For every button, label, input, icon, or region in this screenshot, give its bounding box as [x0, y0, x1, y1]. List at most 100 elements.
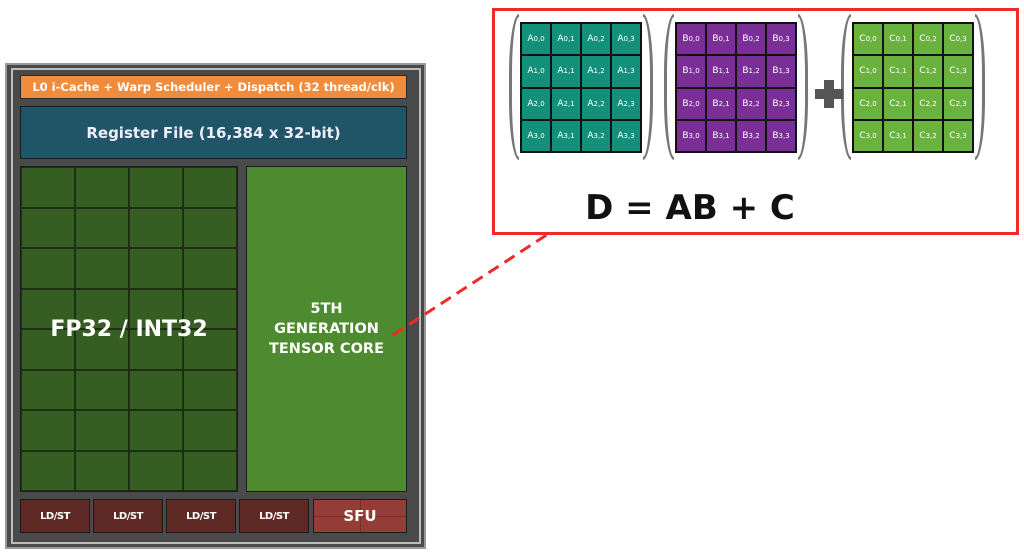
ldst-unit: LD/ST	[20, 499, 90, 533]
element-index: 1,3	[623, 67, 635, 76]
tensor-core-label-line: GENERATION	[274, 321, 379, 337]
fp32-core-cell	[21, 450, 75, 491]
element-letter: B	[772, 98, 779, 109]
element-index: 3,1	[718, 131, 730, 140]
element-letter: C	[949, 66, 956, 77]
element-index: 3,2	[593, 131, 605, 140]
element-letter: B	[742, 98, 749, 109]
element-letter: B	[682, 66, 689, 77]
element-letter: C	[919, 130, 926, 141]
element-index: 1,0	[688, 67, 700, 76]
element-index: 0,1	[718, 35, 730, 44]
element-index: 2,2	[748, 99, 760, 108]
tensor-core-label-line: TENSOR CORE	[269, 341, 384, 357]
fp32-core-cell	[129, 207, 183, 248]
left-parenthesis	[664, 14, 674, 160]
element-letter: B	[682, 98, 689, 109]
ldst-unit: LD/ST	[166, 499, 236, 533]
fp32-core-cell	[21, 410, 75, 451]
element-letter: A	[557, 98, 564, 109]
warp-scheduler-label: L0 i-Cache + Warp Scheduler + Dispatch (…	[32, 80, 395, 94]
element-letter: B	[682, 34, 689, 45]
element-letter: C	[949, 130, 956, 141]
element-index: 0,2	[925, 35, 937, 44]
plus-icon	[815, 80, 843, 108]
warp-scheduler-block: L0 i-Cache + Warp Scheduler + Dispatch (…	[20, 75, 407, 99]
element-index: 1,3	[955, 67, 967, 76]
element-letter: A	[587, 66, 594, 77]
register-file-label: Register File (16,384 x 32-bit)	[86, 123, 341, 142]
fp32-core-cell	[21, 248, 75, 289]
fp32-core-cell	[21, 288, 75, 329]
element-index: 1,2	[593, 67, 605, 76]
element-index: 1,0	[865, 67, 877, 76]
element-index: 2,0	[865, 99, 877, 108]
element-index: 3,0	[688, 131, 700, 140]
element-letter: A	[587, 98, 594, 109]
element-index: 2,3	[623, 99, 635, 108]
element-letter: B	[742, 34, 749, 45]
element-index: 3,3	[778, 131, 790, 140]
element-index: 2,3	[778, 99, 790, 108]
equation-label: D = AB + C	[585, 188, 795, 228]
sfu-label: SFU	[343, 507, 377, 525]
element-letter: B	[712, 98, 719, 109]
element-letter: A	[557, 130, 564, 141]
element-letter: B	[772, 66, 779, 77]
element-index: 1,0	[533, 67, 545, 76]
element-index: 3,2	[925, 131, 937, 140]
tensor-core-block: 5TH GENERATION TENSOR CORE	[246, 166, 407, 492]
element-letter: B	[712, 130, 719, 141]
element-letter: B	[742, 130, 749, 141]
element-index: 2,0	[688, 99, 700, 108]
element-index: 0,0	[865, 35, 877, 44]
element-letter: A	[587, 34, 594, 45]
sfu-unit: SFU	[313, 499, 407, 533]
fp32-core-cell	[75, 248, 129, 289]
element-letter: C	[949, 98, 956, 109]
element-index: 3,3	[623, 131, 635, 140]
element-letter: A	[527, 34, 534, 45]
ldst-unit: LD/ST	[239, 499, 309, 533]
element-index: 3,0	[533, 131, 545, 140]
element-letter: A	[527, 130, 534, 141]
fp32-core-cell	[21, 167, 75, 208]
element-letter: B	[682, 130, 689, 141]
element-letter: B	[772, 34, 779, 45]
element-index: 1,1	[563, 67, 575, 76]
fp32-core-cell	[183, 369, 237, 410]
element-index: 0,3	[623, 35, 635, 44]
fp32-core-cell	[183, 329, 237, 370]
element-letter: A	[617, 34, 624, 45]
element-index: 0,3	[778, 35, 790, 44]
fp32-core-cell	[21, 369, 75, 410]
element-letter: A	[527, 66, 534, 77]
element-index: 0,2	[748, 35, 760, 44]
tensor-core-label-line: 5TH	[310, 301, 343, 317]
element-index: 3,1	[563, 131, 575, 140]
fp32-core-cell	[183, 167, 237, 208]
